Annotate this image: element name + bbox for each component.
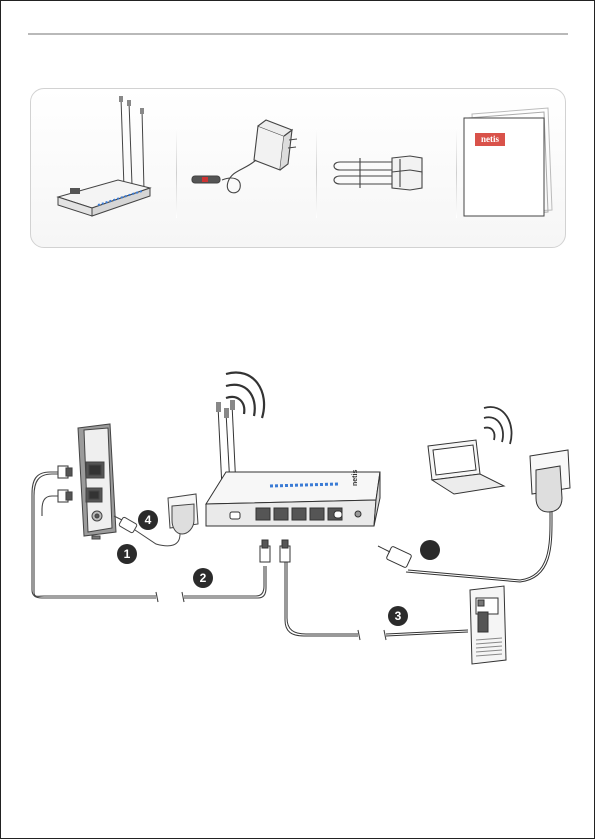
step-blank-badge <box>420 540 440 560</box>
router-wifi-waves-icon <box>226 373 264 418</box>
desktop-computer-device <box>470 586 506 664</box>
router-device <box>206 400 380 526</box>
step-4-badge: 4 <box>138 510 158 530</box>
laptop-device <box>428 440 504 494</box>
step-1-badge: 1 <box>117 544 137 564</box>
router-brand-label: netis <box>352 470 359 486</box>
router-icon <box>58 96 150 216</box>
quick-guide-booklet-icon <box>464 108 552 216</box>
ethernet-cable-icon <box>334 156 422 190</box>
quick-guide-brand-label: netis <box>475 133 505 146</box>
modem-device <box>78 424 116 539</box>
step-2-badge: 2 <box>193 568 213 588</box>
power-adapter-icon <box>192 120 297 193</box>
laptop-wifi-waves-icon <box>484 407 512 444</box>
step-3-badge: 3 <box>388 606 408 626</box>
cable-break-marks <box>156 566 386 640</box>
